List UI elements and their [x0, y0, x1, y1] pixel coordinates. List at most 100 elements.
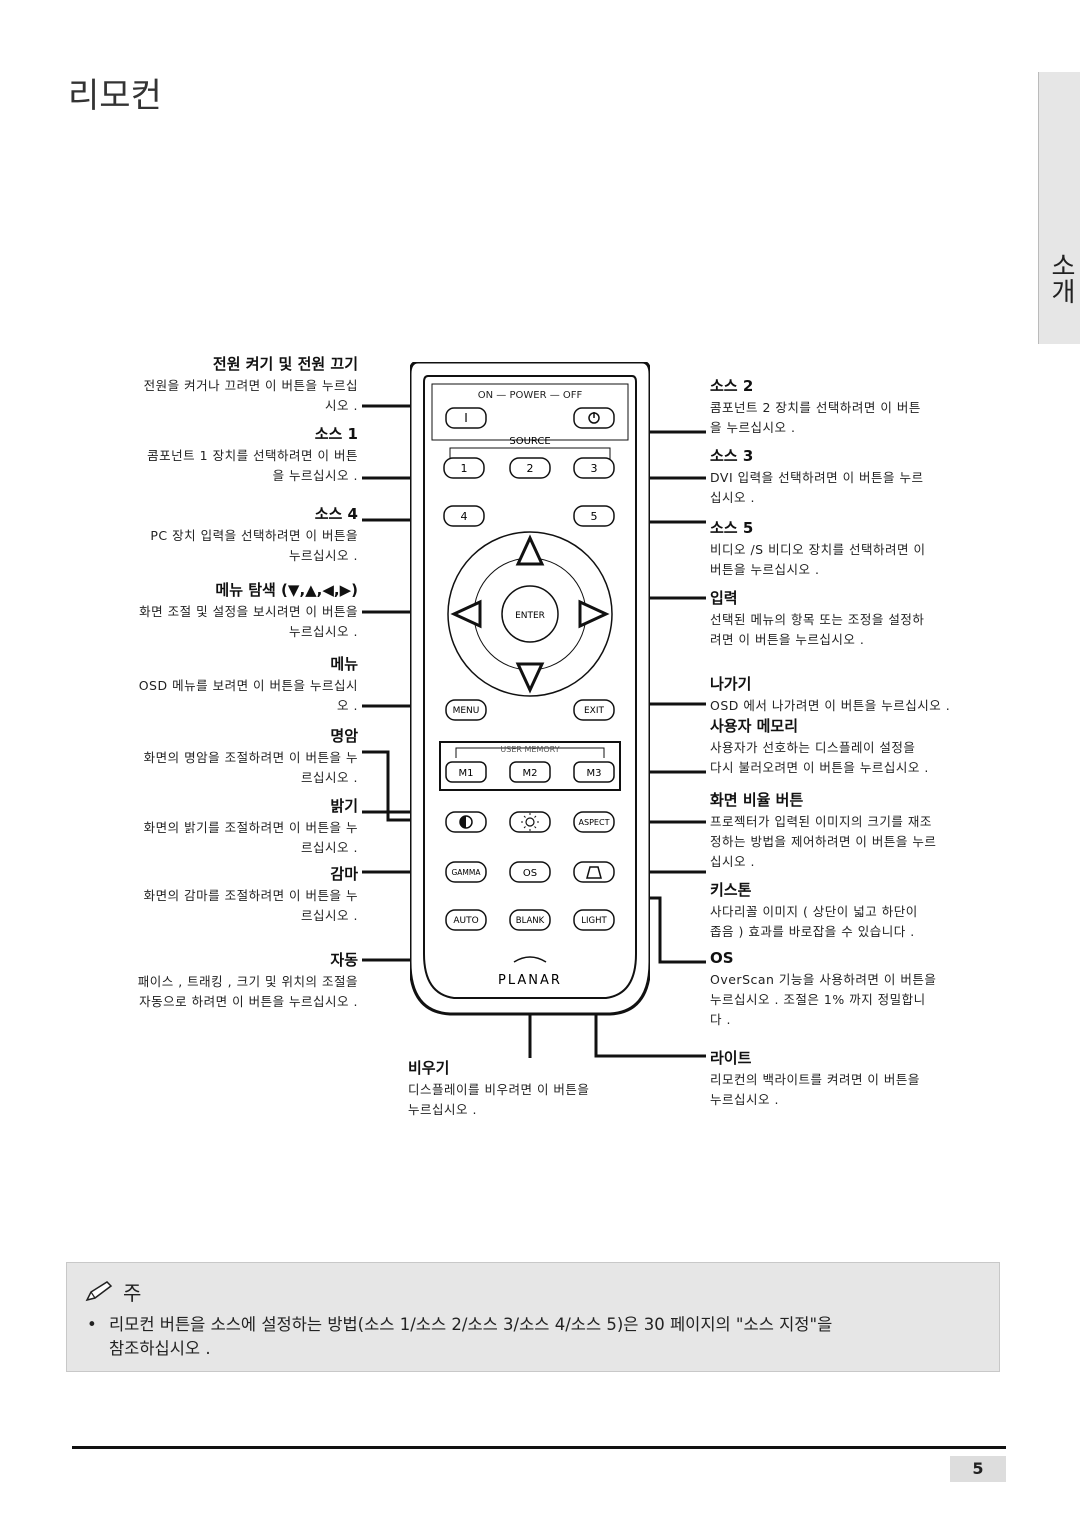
desc-line: 누르십시오 .: [710, 1092, 779, 1107]
desc-title: 라이트: [710, 1049, 752, 1067]
desc-exit: 나가기 OSD 에서 나가려면 이 버튼을 누르십시오 .: [710, 674, 1030, 716]
desc-line: 화면의 명암을 조절하려면 이 버튼을 누: [143, 750, 358, 765]
desc-line: 리모컨의 백라이트를 켜려면 이 버튼을: [710, 1072, 920, 1087]
desc-line: 콤포넌트 2 장치를 선택하려면 이 버튼: [710, 400, 921, 415]
source5-button[interactable]: [573, 505, 615, 527]
desc-line: 다 .: [710, 1012, 731, 1027]
section-tab: 소개: [1038, 72, 1080, 344]
menu-button[interactable]: [445, 699, 487, 721]
desc-power: 전원 켜기 및 전원 끄기 전원을 켜거나 끄려면 이 버튼을 누르십 시오 .: [60, 354, 358, 416]
source4-label: 4: [461, 510, 468, 523]
desc-line: 십시오 .: [710, 490, 755, 505]
desc-title: 밝기: [330, 797, 358, 815]
menu-label: MENU: [453, 706, 480, 716]
desc-line: 누르십시오 .: [408, 1102, 477, 1117]
desc-title: 키스톤: [710, 881, 752, 899]
brightness-button[interactable]: [509, 811, 551, 833]
keystone-icon: [586, 866, 602, 879]
desc-title: 소스 1: [314, 425, 358, 443]
user-memory-panel: [439, 741, 621, 791]
light-label: LIGHT: [581, 916, 607, 926]
os-button[interactable]: [509, 861, 551, 883]
desc-keystone: 키스톤 사다리꼴 이미지 ( 상단이 넓고 하단이 좁음 ) 효과를 바로잡을 …: [710, 880, 1010, 942]
keystone-button[interactable]: [573, 861, 615, 883]
nav-down-button[interactable]: [515, 662, 545, 694]
desc-title: 소스 4: [314, 505, 358, 523]
gamma-label: GAMMA: [451, 868, 481, 877]
source-group-label: SOURCE: [509, 436, 550, 447]
desc-line: 프로젝터가 입력된 이미지의 크기를 재조: [710, 814, 932, 829]
desc-source5: 소스 5 비디오 /S 비디오 장치를 선택하려면 이 버튼을 누르십시오 .: [710, 518, 1010, 580]
section-tab-label: 소개: [1046, 252, 1076, 304]
desc-os: OS OverScan 기능을 사용하려면 이 버튼을 누르십시오 . 조절은 …: [710, 948, 1010, 1030]
desc-enter: 입력 선택된 메뉴의 항목 또는 조정을 설정하 려면 이 버튼을 누르십시오 …: [710, 588, 1010, 650]
desc-line: 전원을 켜거나 끄려면 이 버튼을 누르십: [143, 378, 358, 393]
desc-line: 을 누르십시오 .: [710, 420, 796, 435]
note-line: 참조하십시오 .: [109, 1339, 211, 1358]
blank-label: BLANK: [516, 916, 545, 926]
desc-title: OS: [710, 949, 734, 967]
aspect-button[interactable]: [573, 811, 615, 833]
blank-button[interactable]: [509, 909, 551, 931]
desc-line: 오 .: [337, 698, 358, 713]
nav-up-button[interactable]: [515, 534, 545, 566]
source3-label: 3: [591, 462, 598, 475]
aspect-label: ASPECT: [579, 818, 610, 827]
desc-line: 르십시오 .: [301, 908, 358, 923]
auto-button[interactable]: [445, 909, 487, 931]
desc-title: 감마: [330, 865, 358, 883]
desc-blank: 비우기 디스플레이를 비우려면 이 버튼을 누르십시오 .: [408, 1058, 668, 1120]
desc-line: 십시오 .: [710, 854, 755, 869]
desc-line: 자동으로 하려면 이 버튼을 누르십시오 .: [139, 994, 358, 1009]
desc-line: 누르십시오 .: [289, 548, 358, 563]
note-bullet: •: [87, 1315, 97, 1334]
exit-button[interactable]: [573, 699, 615, 721]
source3-button[interactable]: [573, 457, 615, 479]
source1-button[interactable]: [443, 457, 485, 479]
source4-button[interactable]: [443, 505, 485, 527]
m2-button[interactable]: [509, 761, 551, 783]
brightness-icon: [525, 817, 535, 827]
footer-rule: [72, 1446, 1006, 1449]
desc-light: 라이트 리모컨의 백라이트를 켜려면 이 버튼을 누르십시오 .: [710, 1048, 1010, 1110]
desc-title: 소스 5: [710, 519, 754, 537]
m1-label: M1: [459, 768, 474, 779]
desc-line: 디스플레이를 비우려면 이 버튼을: [408, 1082, 590, 1097]
note-heading: 주: [85, 1277, 141, 1306]
desc-source2: 소스 2 콤포넌트 2 장치를 선택하려면 이 버튼 을 누르십시오 .: [710, 376, 1010, 438]
pencil-icon: [85, 1280, 113, 1301]
desc-title: 소스 3: [710, 447, 754, 465]
gamma-button[interactable]: [445, 861, 487, 883]
desc-line: 정하는 방법을 제어하려면 이 버튼을 누르: [710, 834, 937, 849]
brand-logo-arc: [513, 956, 547, 963]
desc-title: 사용자 메모리: [710, 717, 799, 735]
desc-contrast: 명암 화면의 명암을 조절하려면 이 버튼을 누 르십시오 .: [60, 726, 358, 788]
page-number: 5: [950, 1456, 1006, 1482]
desc-title: 화면 비율 버튼: [710, 791, 804, 809]
nav-right-button[interactable]: [578, 599, 610, 629]
enter-button[interactable]: [501, 585, 559, 643]
m1-button[interactable]: [445, 761, 487, 783]
remote-control: ON — POWER — OFF I SOURCE 1 2 3 4 5 ENTE…: [410, 362, 650, 1016]
nav-left-button[interactable]: [450, 599, 482, 629]
remote-inner-body: [423, 375, 637, 999]
desc-line: 시오 .: [325, 398, 358, 413]
desc-line: 콤포넌트 1 장치를 선택하려면 이 버튼: [147, 448, 358, 463]
desc-line: 화면의 감마를 조절하려면 이 버튼을 누: [143, 888, 358, 903]
desc-title: 나가기: [710, 675, 752, 693]
power-on-button[interactable]: [445, 407, 487, 429]
m3-button[interactable]: [573, 761, 615, 783]
desc-line: 르십시오 .: [301, 770, 358, 785]
desc-title: 명암: [330, 727, 358, 745]
desc-line: DVI 입력을 선택하려면 이 버튼을 누르: [710, 470, 924, 485]
desc-gamma: 감마 화면의 감마를 조절하려면 이 버튼을 누 르십시오 .: [60, 864, 358, 926]
brand-logo: PLANAR: [498, 973, 562, 988]
note-box: 주 •리모컨 버튼을 소스에 설정하는 방법(소스 1/소스 2/소스 3/소스…: [66, 1262, 1000, 1372]
desc-auto: 자동 패이스 , 트래킹 , 크기 및 위치의 조절을 자동으로 하려면 이 버…: [50, 950, 358, 1012]
light-button[interactable]: [573, 909, 615, 931]
source5-label: 5: [591, 510, 598, 523]
desc-line: 누르십시오 . 조절은 1% 까지 정밀합니: [710, 992, 926, 1007]
source2-button[interactable]: [509, 457, 551, 479]
desc-line: OSD 메뉴를 보려면 이 버튼을 누르십시: [138, 678, 358, 693]
desc-line: 패이스 , 트래킹 , 크기 및 위치의 조절을: [137, 974, 358, 989]
